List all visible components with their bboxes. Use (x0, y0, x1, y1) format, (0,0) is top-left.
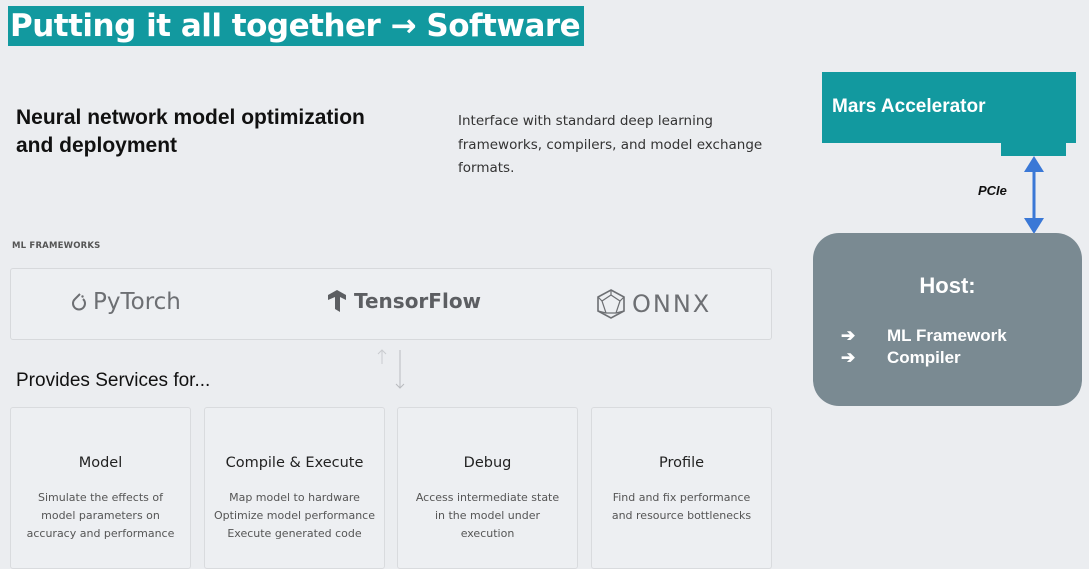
bidirectional-arrow-icon (1024, 156, 1044, 234)
host-item: ➔ Compiler (841, 348, 961, 368)
host-item: ➔ ML Framework (841, 326, 1007, 346)
intro-text: Interface with standard deep learning fr… (458, 113, 763, 176)
host-item-label: Compiler (887, 348, 961, 367)
service-card-model: Model Simulate the effects of model para… (10, 407, 191, 569)
mars-accelerator-box: Mars Accelerator (822, 72, 1076, 143)
onnx-logo-icon (597, 289, 625, 319)
frameworks-panel: PyTorch TensorFlow ONNX (10, 268, 772, 340)
slide-title: Putting it all together → Software (8, 6, 585, 46)
card-line: in the model under (434, 509, 541, 522)
service-card-compile-execute: Compile & Execute Map model to hardware … (204, 407, 385, 569)
framework-name: PyTorch (93, 289, 181, 315)
framework-pytorch: PyTorch (71, 289, 181, 315)
service-card-profile: Profile Find and fix performance and res… (591, 407, 772, 569)
framework-name: TensorFlow (354, 289, 482, 313)
accelerator-label: Mars Accelerator (832, 96, 986, 117)
framework-name: ONNX (632, 290, 712, 318)
frameworks-label: ML FRAMEWORKS (12, 241, 101, 251)
framework-onnx: ONNX (596, 289, 711, 319)
card-line: and resource bottlenecks (611, 509, 752, 522)
up-down-arrows-icon (377, 349, 405, 389)
card-line: execution (460, 527, 515, 540)
headline: Neural network model optimization and de… (16, 106, 365, 157)
host-box: Host: ➔ ML Framework ➔ Compiler (813, 233, 1082, 406)
framework-tensorflow: TensorFlow (326, 289, 481, 313)
card-description: Map model to hardware Optimize model per… (205, 489, 384, 543)
pytorch-logo-icon (72, 293, 86, 311)
card-line: accuracy and performance (26, 527, 175, 540)
card-line: Execute generated code (227, 527, 362, 540)
arrow-right-icon: ➔ (841, 326, 856, 345)
card-description: Find and fix performance and resource bo… (592, 489, 771, 525)
host-title: Host: (919, 273, 976, 298)
host-item-label: ML Framework (887, 326, 1007, 345)
accelerator-connector (1001, 143, 1066, 156)
card-line: Access intermediate state (415, 491, 560, 504)
card-title: Profile (658, 455, 705, 471)
card-description: Simulate the effects of model parameters… (11, 489, 190, 543)
card-title: Compile & Execute (225, 455, 364, 471)
card-title: Debug (463, 455, 512, 471)
card-line: Simulate the effects of (38, 491, 163, 504)
card-line: Find and fix performance (612, 491, 751, 504)
card-line: Optimize model performance (213, 509, 375, 522)
services-heading: Provides Services for... (16, 370, 211, 391)
card-line: model parameters on (41, 509, 160, 522)
pcie-label: PCIe (978, 183, 1007, 198)
tensorflow-logo-icon (328, 290, 346, 312)
card-title: Model (78, 455, 123, 471)
card-description: Access intermediate state in the model u… (398, 489, 577, 543)
service-card-debug: Debug Access intermediate state in the m… (397, 407, 578, 569)
arrow-right-icon: ➔ (841, 348, 856, 367)
card-line: Map model to hardware (229, 491, 360, 504)
